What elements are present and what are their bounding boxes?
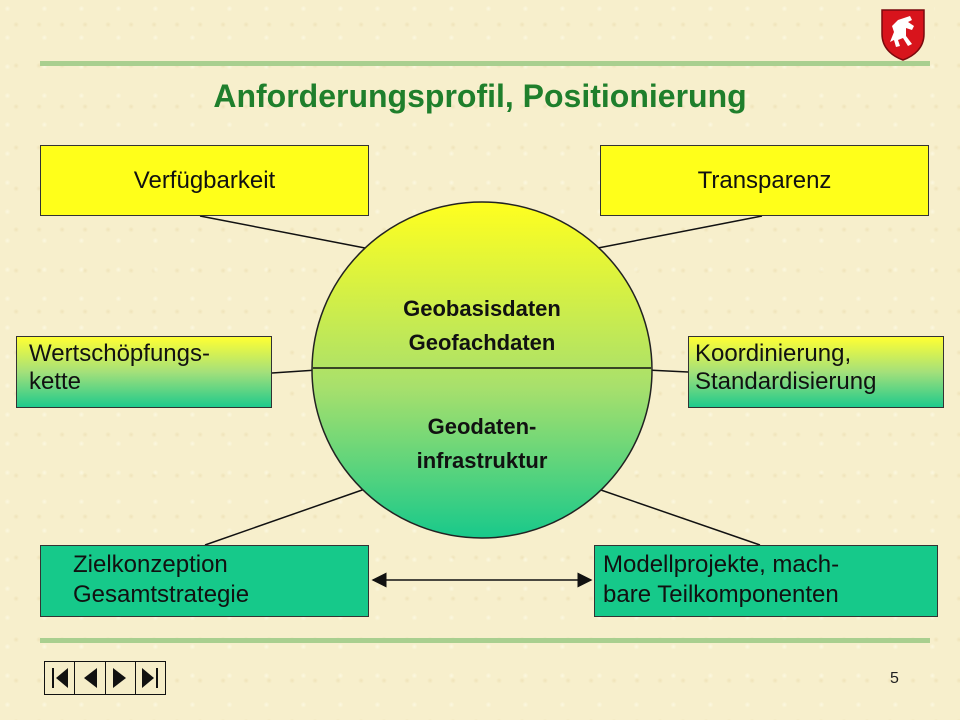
- center-top-line-2: Geofachdaten: [408, 330, 556, 355]
- previous-slide-button[interactable]: [75, 662, 106, 694]
- box-zielkonzeption: Zielkonzeption Gesamtstrategie: [40, 545, 369, 617]
- box-koordinierung-line-1: Koordinierung,: [695, 340, 852, 367]
- center-ellipse: [311, 201, 653, 539]
- box-wertschoepfung-line-2: kette: [29, 368, 82, 395]
- box-zielkonzeption-line-2: Gesamtstrategie: [73, 581, 250, 608]
- first-slide-icon: [51, 668, 68, 688]
- box-wertschoepfung-line-1: Wertschöpfungs-: [29, 340, 210, 367]
- last-slide-icon: [142, 668, 159, 688]
- box-modellprojekte-line-2: bare Teilkomponenten: [603, 581, 839, 608]
- connector-zielkonzeption: [204, 488, 366, 546]
- box-verfuegbarkeit: Verfügbarkeit: [40, 145, 369, 216]
- center-top-line-1: Geobasisdaten: [403, 296, 561, 321]
- box-transparenz-label: Transparenz: [697, 166, 832, 194]
- box-modellprojekte: Modellprojekte, mach- bare Teilkomponent…: [594, 545, 938, 617]
- center-bottom-label: Geodaten- infrastruktur: [382, 410, 582, 478]
- connector-transparenz: [597, 215, 763, 249]
- next-slide-icon: [113, 668, 127, 688]
- slide-navigation: [44, 661, 166, 695]
- box-verfuegbarkeit-label: Verfügbarkeit: [133, 166, 276, 194]
- box-wertschoepfung: Wertschöpfungs- kette: [16, 336, 272, 408]
- box-transparenz: Transparenz: [600, 145, 929, 216]
- center-bottom-line-2: infrastruktur: [416, 448, 548, 473]
- box-koordinierung-line-2: Standardisierung: [695, 368, 877, 395]
- top-rule: [40, 61, 930, 66]
- previous-slide-icon: [83, 668, 97, 688]
- page-number: 5: [890, 670, 899, 687]
- box-koordinierung: Koordinierung, Standardisierung: [688, 336, 944, 408]
- box-zielkonzeption-line-1: Zielkonzeption: [73, 551, 228, 578]
- connector-verfuegbarkeit: [199, 215, 366, 249]
- connector-wertschoepfung: [271, 369, 318, 374]
- center-bottom-line-1: Geodaten-: [427, 414, 537, 439]
- box-modellprojekte-line-1: Modellprojekte, mach-: [603, 551, 840, 578]
- last-slide-button[interactable]: [135, 662, 165, 694]
- first-slide-button[interactable]: [45, 662, 76, 694]
- next-slide-button[interactable]: [105, 662, 136, 694]
- slide-title: Anforderungsprofil, Positionierung: [213, 78, 747, 114]
- connector-koordinierung: [646, 369, 689, 373]
- coat-of-arms-horse-icon: [872, 6, 934, 62]
- connector-modellprojekte: [597, 488, 761, 546]
- bottom-rule: [40, 638, 930, 643]
- center-top-label: Geobasisdaten Geofachdaten: [382, 292, 582, 360]
